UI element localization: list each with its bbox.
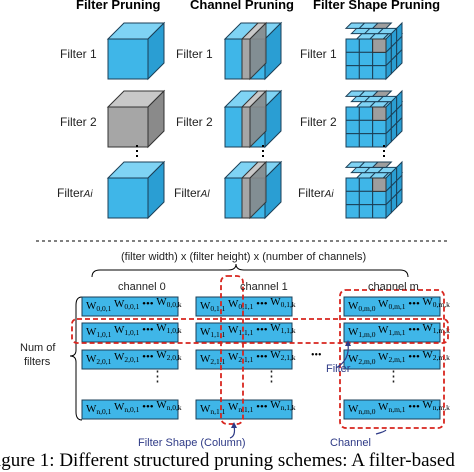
filter-col-vdots — [136, 145, 138, 157]
svg-text:Wn,m,0 Wn,m,1 ••• Wn,m,k: Wn,m,0 Wn,m,1 ••• Wn,m,k — [348, 399, 450, 416]
shape-cube-3 — [344, 160, 404, 220]
cm-vdots: ⋮ — [386, 368, 401, 385]
svg-text:W1,1,1 W1,1,1 ••• W1,1,k: W1,1,1 W1,1,1 ••• W1,1,k — [200, 322, 296, 339]
weight-cell-c1-r1: W1,1,1 W1,1,1 ••• W1,1,k — [195, 322, 296, 343]
annotation-filter-shape: Filter Shape (Column) — [138, 437, 246, 449]
svg-text:Wn,1,1 Wn,1,1 ••• Wn,1,k: Wn,1,1 Wn,1,1 ••• Wn,1,k — [200, 399, 296, 416]
channel-highlight — [339, 289, 445, 429]
svg-text:W2,0,1 W2,0,1 ••• W2,0,k: W2,0,1 W2,0,1 ••• W2,0,k — [86, 349, 182, 366]
weight-cell-c0-r2: W2,0,1 W2,0,1 ••• W2,0,k — [81, 349, 182, 370]
header-filter-shape-pruning: Filter Shape Pruning — [313, 0, 441, 12]
header-channel-pruning: Channel Pruning — [190, 0, 294, 12]
svg-text:W0,m,0 W0,m,1 ••• W0,m,k: W0,m,0 W0,m,1 ••• W0,m,k — [348, 296, 450, 313]
figure-caption: igure 1: Different structured pruning sc… — [0, 450, 455, 471]
channel-filter-label-1: Filter 1 — [176, 47, 213, 61]
channel-1-label: channel 1 — [240, 281, 288, 293]
c0-vdots: ⋮ — [150, 368, 165, 385]
weight-cell-c0-r0: W0,0,1 W0,0,1 ••• W0,0,k — [81, 296, 182, 317]
matrix-brace — [91, 263, 409, 278]
filter-label-last: FilterAi — [57, 186, 93, 200]
annotation-filter: Filter — [326, 363, 351, 375]
shape-filter-label-last-sub: Ai — [324, 189, 334, 200]
c1-vdots: ⋮ — [264, 368, 279, 385]
svg-text:W2,m,0 W2,m,1 ••• W2,m,k: W2,m,0 W2,m,1 ••• W2,m,k — [348, 349, 450, 366]
weight-cell-cm-r1: W1,m,0 W1,m,1 ••• W1,m,k — [343, 322, 450, 343]
channel-filter-label-last-sub: Al — [200, 189, 210, 200]
rows-brace — [69, 296, 83, 421]
channel-col-vdots — [262, 145, 264, 157]
shape-cube-2 — [344, 89, 404, 149]
channel-cube-2 — [224, 89, 282, 149]
channel-filter-label-last: FilterAl — [174, 186, 210, 200]
filter-label-1: Filter 1 — [60, 47, 97, 61]
svg-text:W1,0,1 W1,0,1 ••• W1,0,k: W1,0,1 W1,0,1 ••• W1,0,k — [86, 322, 182, 339]
rows-label-line1: Num of — [20, 342, 56, 354]
channel-cube-1 — [224, 21, 282, 81]
filter-cube-2-pruned — [107, 90, 165, 148]
weight-cell-c0-r1: W1,0,1 W1,0,1 ••• W1,0,k — [81, 322, 182, 343]
filter-arrow — [335, 343, 349, 369]
weight-cell-cm-r2: W2,m,0 W2,m,1 ••• W2,m,k — [343, 349, 450, 370]
svg-text:W1,m,0 W1,m,1 ••• W1,m,k: W1,m,0 W1,m,1 ••• W1,m,k — [348, 322, 450, 339]
shape-filter-label-1: Filter 1 — [300, 47, 337, 61]
svg-text:W2,1,1 W2,1,1 ••• W2,1,k: W2,1,1 W2,1,1 ••• W2,1,k — [200, 349, 296, 366]
header-filter-pruning: Filter Pruning — [76, 0, 161, 12]
annotation-channel: Channel — [330, 437, 371, 449]
shape-col-vdots — [383, 145, 385, 157]
filter-cube-1 — [107, 22, 165, 80]
channel-filter-label-2: Filter 2 — [176, 115, 213, 129]
svg-text:W0,1,1 W0,1,1 ••• W0,1,k: W0,1,1 W0,1,1 ••• W0,1,k — [200, 296, 296, 313]
weight-cell-c1-r0: W0,1,1 W0,1,1 ••• W0,1,k — [195, 296, 296, 317]
weight-cell-cm-r3: Wn,m,0 Wn,m,1 ••• Wn,m,k — [343, 399, 450, 420]
filter-highlight — [71, 318, 449, 344]
channel-cube-last — [224, 160, 282, 220]
filter-label-last-sub: Ai — [83, 189, 93, 200]
channel-0-label: channel 0 — [118, 281, 166, 293]
shape-filter-label-last: FilterAi — [298, 186, 334, 200]
shape-filter-label-2: Filter 2 — [300, 115, 337, 129]
filter-label-2: Filter 2 — [60, 115, 97, 129]
shape-cube-1 — [344, 21, 404, 81]
weight-cell-c1-r3: Wn,1,1 Wn,1,1 ••• Wn,1,k — [195, 399, 296, 420]
channel-m-label: channel m — [368, 281, 419, 293]
filter-shape-column-highlight — [220, 275, 244, 425]
weight-cell-c1-r2: W2,1,1 W2,1,1 ••• W2,1,k — [195, 349, 296, 370]
filter-cube-last — [107, 161, 165, 219]
svg-text:W0,0,1 W0,0,1 ••• W0,0,k: W0,0,1 W0,0,1 ••• W0,0,k — [86, 296, 182, 313]
matrix-title: (filter width) x (filter height) x (numb… — [121, 251, 367, 263]
weight-cell-c0-r3: Wn,0,1 Wn,0,1 ••• Wn,0,k — [81, 399, 182, 420]
weight-cell-cm-r0: W0,m,0 W0,m,1 ••• W0,m,k — [343, 296, 450, 317]
channel-gap-dots: ••• — [311, 350, 322, 361]
channel-arrow — [375, 429, 387, 435]
svg-text:Wn,0,1 Wn,0,1 ••• Wn,0,k: Wn,0,1 Wn,0,1 ••• Wn,0,k — [86, 399, 182, 416]
rows-label-line2: filters — [24, 356, 51, 368]
